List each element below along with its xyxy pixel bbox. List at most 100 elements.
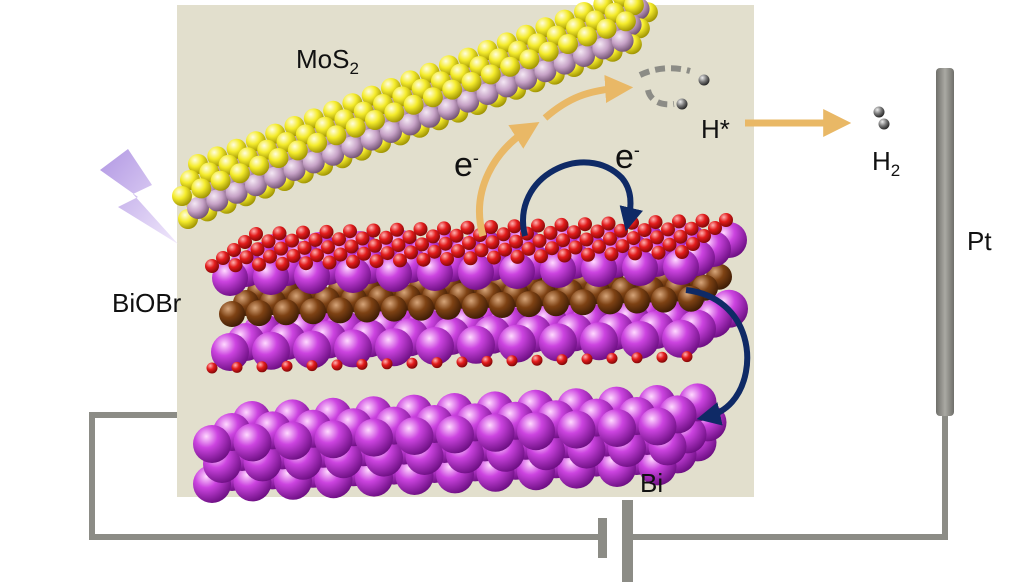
oxygen-atom	[286, 248, 301, 263]
oxygen-atom	[272, 226, 287, 241]
oxygen-atom	[297, 240, 312, 255]
molybdenum-atom	[360, 128, 383, 151]
wire-right	[628, 415, 948, 540]
oxygen-atom	[216, 251, 230, 265]
oxygen-atom	[343, 224, 357, 239]
oxygen-atom	[438, 236, 453, 251]
oxygen-atom	[672, 214, 686, 229]
sulfur-atom	[422, 87, 443, 108]
oxygen-atom	[285, 233, 299, 248]
bi-atom	[395, 417, 434, 455]
electron-label-right-base: e	[615, 138, 634, 176]
molybdenum-atom	[322, 143, 345, 166]
oxygen-atom	[451, 244, 465, 258]
oxygen-atom	[437, 221, 451, 236]
molybdenum-atom	[457, 90, 480, 113]
oxygen-atom	[369, 254, 384, 269]
bromine-atom	[543, 290, 569, 317]
oxygen-atom	[708, 221, 722, 235]
sulfur-atom	[480, 64, 501, 85]
oxygen-atom	[404, 245, 418, 260]
molybdenum-atom	[534, 60, 557, 83]
oxygen-atom	[274, 241, 288, 256]
molybdenum-atom	[476, 83, 499, 105]
oxygen-atom	[686, 237, 700, 251]
oxygen-atom	[581, 247, 595, 262]
oxygen-atom	[281, 360, 293, 372]
oxygen-atom	[556, 233, 570, 248]
oxygen-atom	[440, 252, 454, 266]
oxygen-atom	[415, 237, 429, 252]
oxygen-atom	[590, 224, 605, 239]
oxygen-atom	[431, 357, 443, 369]
bi-atom	[436, 415, 474, 454]
oxygen-atom	[661, 222, 675, 237]
h2-label-sub: 2	[890, 161, 901, 180]
oxygen-atom	[531, 354, 543, 366]
sulfur-atom	[596, 18, 617, 39]
oxygen-atom	[299, 256, 313, 271]
oxygen-atom	[507, 219, 522, 234]
bromine-atom	[435, 293, 461, 320]
sulfur-atom	[307, 132, 328, 153]
oxygen-atom	[379, 230, 393, 245]
sulfur-atom	[538, 41, 559, 62]
oxygen-atom	[355, 231, 370, 246]
oxygen-atom	[275, 256, 290, 271]
oxygen-atom	[238, 235, 252, 249]
oxygen-atom	[308, 232, 323, 247]
oxygen-atom	[675, 245, 689, 259]
oxygen-atom	[681, 351, 693, 363]
bi-atom	[557, 410, 596, 449]
oxygen-atom	[496, 227, 511, 242]
oxygen-atom	[249, 227, 263, 241]
pt-electrode	[936, 68, 954, 416]
bi-atom	[211, 333, 249, 371]
hydrogen-molecule-atom	[873, 106, 885, 118]
oxygen-atom	[462, 236, 476, 250]
biobr-label: BiOBr	[112, 288, 182, 318]
bi-atom	[252, 331, 290, 370]
oxygen-atom	[719, 213, 733, 227]
bromine-atom	[354, 296, 380, 323]
oxygen-atom	[206, 362, 218, 374]
bi-atom	[457, 325, 495, 364]
oxygen-atom	[631, 352, 643, 364]
bi-atom	[638, 407, 677, 446]
oxygen-atom	[673, 229, 688, 244]
bi-atom	[375, 328, 413, 367]
oxygen-atom	[368, 238, 382, 253]
sulfur-atom	[623, 0, 644, 16]
oxygen-atom	[413, 222, 428, 237]
bi-atom	[517, 412, 555, 451]
oxygen-atom	[427, 244, 442, 259]
oxygen-atom	[521, 241, 536, 256]
h-adsorption-path-2	[645, 89, 675, 108]
oxygen-atom	[239, 250, 254, 265]
oxygen-atom	[506, 355, 518, 367]
oxygen-atom	[333, 247, 348, 262]
sulfur-atom	[191, 178, 212, 199]
oxygen-atom	[545, 241, 559, 256]
bromine-atom	[408, 294, 434, 321]
sulfur-atom	[577, 26, 598, 47]
biobr-layer	[205, 213, 748, 374]
bromine-atom	[597, 288, 623, 315]
sulfur-atom	[229, 163, 250, 184]
battery-icon	[598, 500, 633, 582]
bi-atom	[193, 425, 231, 463]
bi-atom	[293, 330, 331, 369]
sulfur-atom	[384, 102, 405, 123]
bromine-atom	[381, 295, 407, 322]
oxygen-atom	[332, 232, 346, 247]
molybdenum-atom	[225, 181, 248, 204]
charge-transfer-arrow-top	[520, 159, 643, 237]
h2-label: H2	[872, 148, 900, 179]
oxygen-atom	[356, 358, 368, 370]
molybdenum-atom	[611, 29, 634, 52]
bromine-atom	[489, 292, 515, 318]
oxygen-atom	[331, 359, 343, 371]
molybdenum-atom	[418, 105, 441, 128]
electron-arrow-to-edge	[542, 75, 634, 121]
